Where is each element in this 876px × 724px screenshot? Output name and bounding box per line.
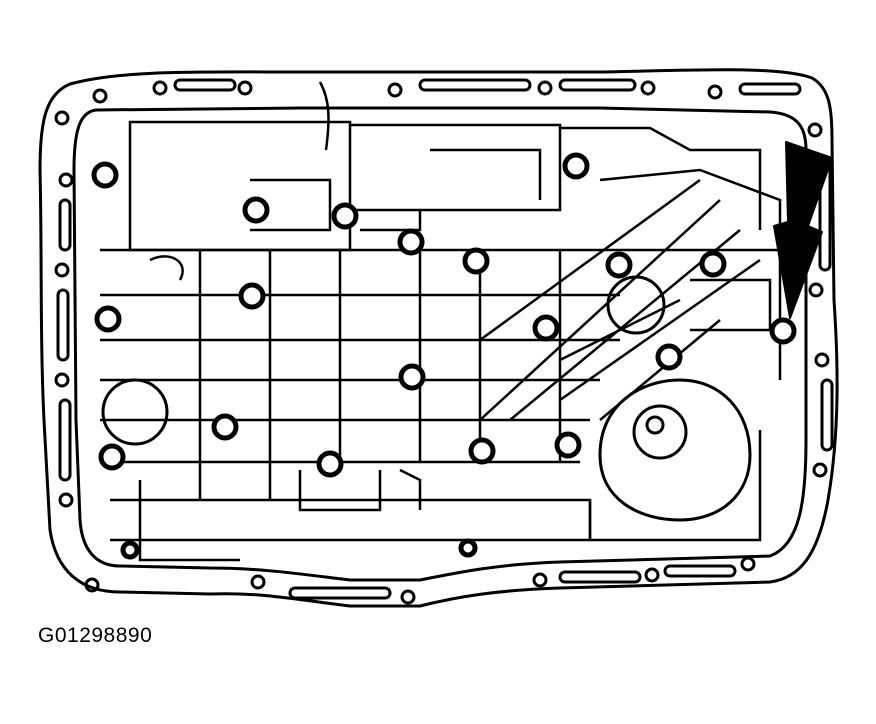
bolt [120,540,140,560]
bolt [242,196,270,224]
valve-body-internals [100,81,790,562]
gasket-inner-outline [72,106,808,582]
bolt [331,202,359,230]
bolt [98,443,126,471]
bolt [655,343,683,371]
bolt [238,282,266,310]
bolt [316,450,344,478]
bolt [468,437,496,465]
gasket-outer-outline [38,68,839,608]
bolt [397,228,425,256]
bolt [462,247,490,275]
gasket-slots [56,78,834,600]
bolt [532,314,560,342]
bolt [562,152,590,180]
bolt [211,413,239,441]
bolt [91,161,119,189]
figure-id-label: G01298890 [38,624,153,647]
bolt [699,250,727,278]
arrow-down-icon [773,141,833,319]
bolt [94,305,122,333]
accumulator-bores [101,275,752,522]
bolt [769,317,797,345]
bolt [398,363,426,391]
bolt [458,538,478,558]
bolt [605,251,633,279]
gasket-holes [54,80,830,605]
bolt [554,431,582,459]
bolt-markers [91,152,797,560]
